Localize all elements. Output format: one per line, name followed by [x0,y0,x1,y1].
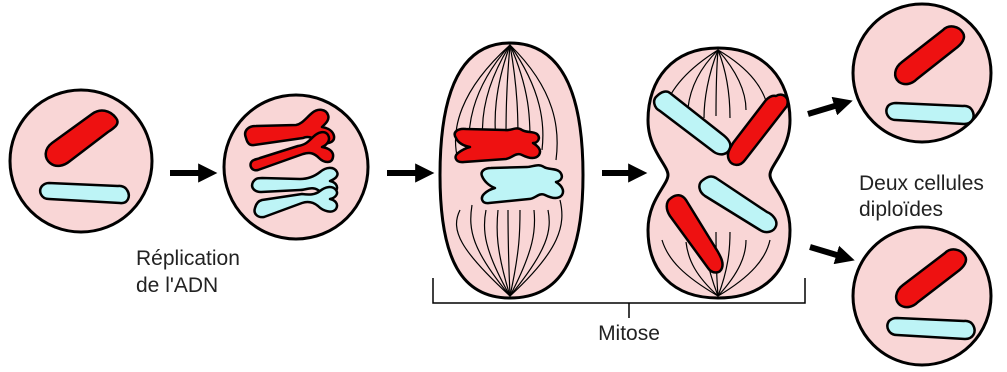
metaphase-cell [440,43,583,298]
replicated-cell [224,95,368,239]
replication-label-line1: Réplication [136,247,240,270]
replication-label-line2: de l'ADN [136,274,218,297]
chromosome-blue [887,318,974,339]
arrow-diagonal-up-icon [808,105,838,114]
dividing-cell [648,48,790,298]
daughter-cell-bottom [853,227,991,365]
chromosome-pair-blue [482,165,563,203]
initial-cell [10,90,152,232]
arrow-diagonal-down-icon [810,247,840,256]
chromosome-blue [40,183,129,203]
chromosome-pair-red [455,128,540,162]
chromosome-blue [886,103,973,124]
daughter-label-line1: Deux cellules [859,172,984,195]
daughter-label-line2: diploïdes [859,198,943,221]
daughter-cell-top [853,4,991,142]
mitosis-label: Mitose [598,322,660,345]
